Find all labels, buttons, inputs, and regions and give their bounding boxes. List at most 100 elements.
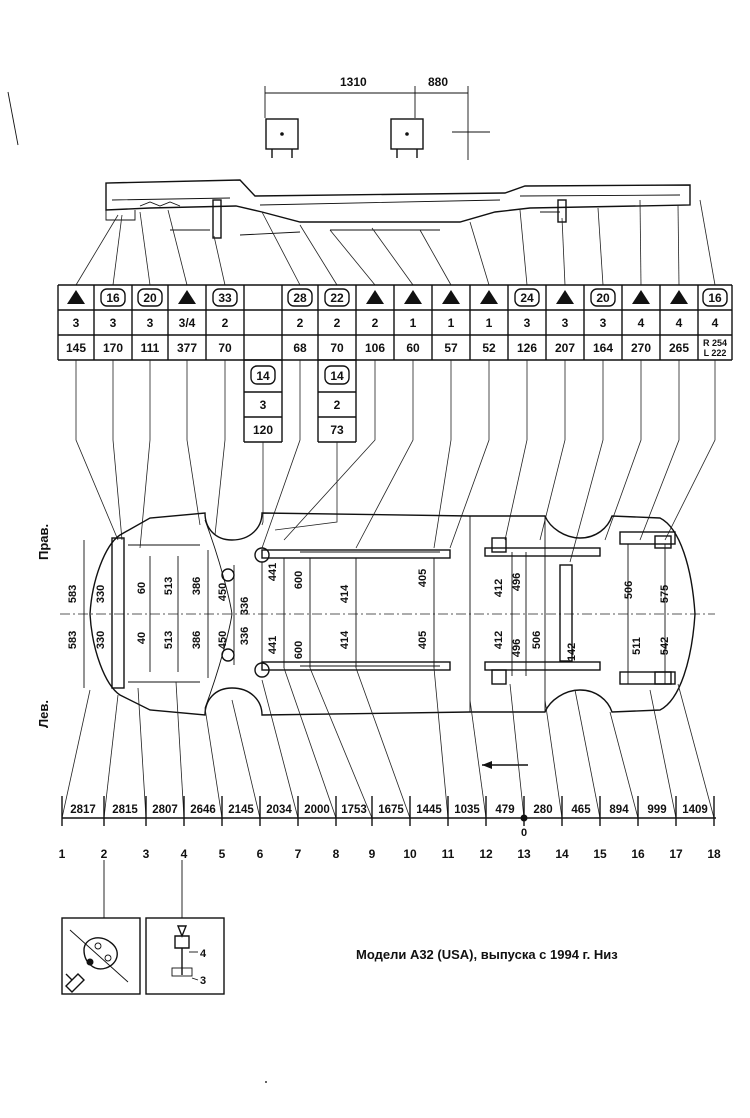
plan-dim-lower-1: 583 xyxy=(67,631,79,649)
plan-dim-lower-5: 386 xyxy=(191,631,203,649)
table-symbol-triangle-16 xyxy=(632,290,650,304)
ref-point-16: 16 xyxy=(631,847,645,861)
table-row3-4: 377 xyxy=(177,341,197,355)
ref-point-12: 12 xyxy=(479,847,493,861)
table-last-cell-r: R 254 xyxy=(703,338,727,348)
top-dim-1310: 1310 xyxy=(340,75,367,89)
leaders-to-baseline xyxy=(61,667,715,819)
table-row2-1: 3 xyxy=(73,316,80,330)
table-row2-2: 3 xyxy=(110,316,117,330)
sub-table-row3-2: 73 xyxy=(330,423,344,437)
table-symbol-triangle-17 xyxy=(670,290,688,304)
table-row2-14: 3 xyxy=(562,316,569,330)
baseline-zero: 0 xyxy=(521,827,527,839)
plan-dim-lower-10: 414 xyxy=(339,630,351,649)
table-row3-15: 164 xyxy=(593,341,613,355)
bracket-right xyxy=(390,118,424,150)
table-symbol-frame-2 xyxy=(100,288,126,307)
plan-dim-lower-4: 513 xyxy=(163,631,175,649)
bracket-left xyxy=(265,118,299,150)
sub-table-row3-1: 120 xyxy=(253,423,273,437)
table-row3-7: 68 xyxy=(293,341,307,355)
table-row3-13: 126 xyxy=(517,341,537,355)
baseline-value-9: 1675 xyxy=(378,804,404,816)
table-row3-10: 60 xyxy=(406,341,420,355)
label-right-side: Прав. xyxy=(36,524,51,560)
table-row2-3: 3 xyxy=(147,316,154,330)
baseline-value-16: 999 xyxy=(647,804,666,816)
plan-dim-upper-6: 450 xyxy=(217,583,229,601)
ref-point-7: 7 xyxy=(295,847,302,861)
sub-table-symbol-1: 14 xyxy=(256,369,270,383)
table-row3-2: 170 xyxy=(103,341,123,355)
table-row3-11: 57 xyxy=(444,341,458,355)
plan-dim-lower-8: 441 xyxy=(267,636,279,654)
table-row2-18: 4 xyxy=(712,316,719,330)
baseline-value-5: 2145 xyxy=(228,804,254,816)
ref-point-9: 9 xyxy=(369,847,376,861)
table-row2-12: 1 xyxy=(486,316,493,330)
plan-dim-upper-9: 600 xyxy=(293,571,305,589)
plan-dim-upper-10: 414 xyxy=(339,584,351,603)
table-symbol-18: 16 xyxy=(708,291,722,305)
baseline-value-1: 2817 xyxy=(70,804,96,816)
table-symbol-triangle-14 xyxy=(556,290,574,304)
ref-point-14: 14 xyxy=(555,847,569,861)
plan-dim-upper-14: 506 xyxy=(623,581,635,599)
plan-dim-lower-6: 450 xyxy=(217,631,229,649)
baseline-value-7: 2000 xyxy=(304,804,330,816)
baseline-value-15: 894 xyxy=(609,804,629,816)
support-brackets xyxy=(265,118,424,158)
table-symbol-triangle-1 xyxy=(67,290,85,304)
scan-mark xyxy=(7,91,19,146)
reference-table: 31451631702031113/4377332702826822270210… xyxy=(57,284,733,361)
ref-point-6: 6 xyxy=(257,847,264,861)
baseline-value-8: 1753 xyxy=(341,804,367,816)
table-symbol-frame-5 xyxy=(212,288,238,307)
table-last-cell-l: L 222 xyxy=(704,348,727,358)
plan-dim-upper-3: 60 xyxy=(136,582,148,594)
ref-point-15: 15 xyxy=(593,847,607,861)
baseline-value-6: 2034 xyxy=(266,804,292,816)
plan-dim-upper-12: 412 xyxy=(493,579,505,597)
plan-dim-lower-7: 336 xyxy=(239,627,251,645)
table-row2-15: 3 xyxy=(600,316,607,330)
detail-inset-4: 4 3 xyxy=(145,860,225,995)
ref-point-11: 11 xyxy=(442,847,455,861)
label-left-side: Лев. xyxy=(36,700,51,728)
plan-dim-upper-2: 330 xyxy=(95,585,107,603)
table-row3-17: 265 xyxy=(669,341,689,355)
table-symbol-3: 20 xyxy=(143,291,157,305)
plan-dim-lower-16: 511 xyxy=(631,637,643,655)
table-symbol-triangle-9 xyxy=(366,290,384,304)
plan-dim-upper-4: 513 xyxy=(163,577,175,595)
ref-point-8: 8 xyxy=(333,847,340,861)
table-symbol-15: 20 xyxy=(596,291,610,305)
plan-dim-lines xyxy=(83,540,666,688)
side-view-frame xyxy=(105,179,691,239)
table-row2-17: 4 xyxy=(676,316,683,330)
table-row2-5: 2 xyxy=(222,316,229,330)
top-dimension-group: 1310 880 xyxy=(264,75,490,160)
plan-dim-upper-15: 575 xyxy=(659,585,671,603)
ref-point-17: 17 xyxy=(669,847,683,861)
plan-dim-lower-3: 40 xyxy=(136,632,148,644)
ref-point-4: 4 xyxy=(181,847,188,861)
table-row3-1: 145 xyxy=(66,341,86,355)
table-symbol-triangle-4 xyxy=(178,290,196,304)
table-symbol-triangle-12 xyxy=(480,290,498,304)
table-symbol-frame-13 xyxy=(514,288,540,307)
plan-dim-lower-9: 600 xyxy=(293,641,305,659)
table-row3-5: 70 xyxy=(218,341,232,355)
plan-dim-lower-17: 542 xyxy=(659,637,671,655)
sub-table-symbol-2: 14 xyxy=(330,369,344,383)
ref-point-3: 3 xyxy=(143,847,150,861)
table-row2-13: 3 xyxy=(524,316,531,330)
ref-point-5: 5 xyxy=(219,847,226,861)
table-row3-16: 270 xyxy=(631,341,651,355)
table-row3-3: 111 xyxy=(141,341,160,355)
table-symbol-frame-3 xyxy=(137,288,163,307)
baseline-value-11: 1035 xyxy=(454,804,480,816)
